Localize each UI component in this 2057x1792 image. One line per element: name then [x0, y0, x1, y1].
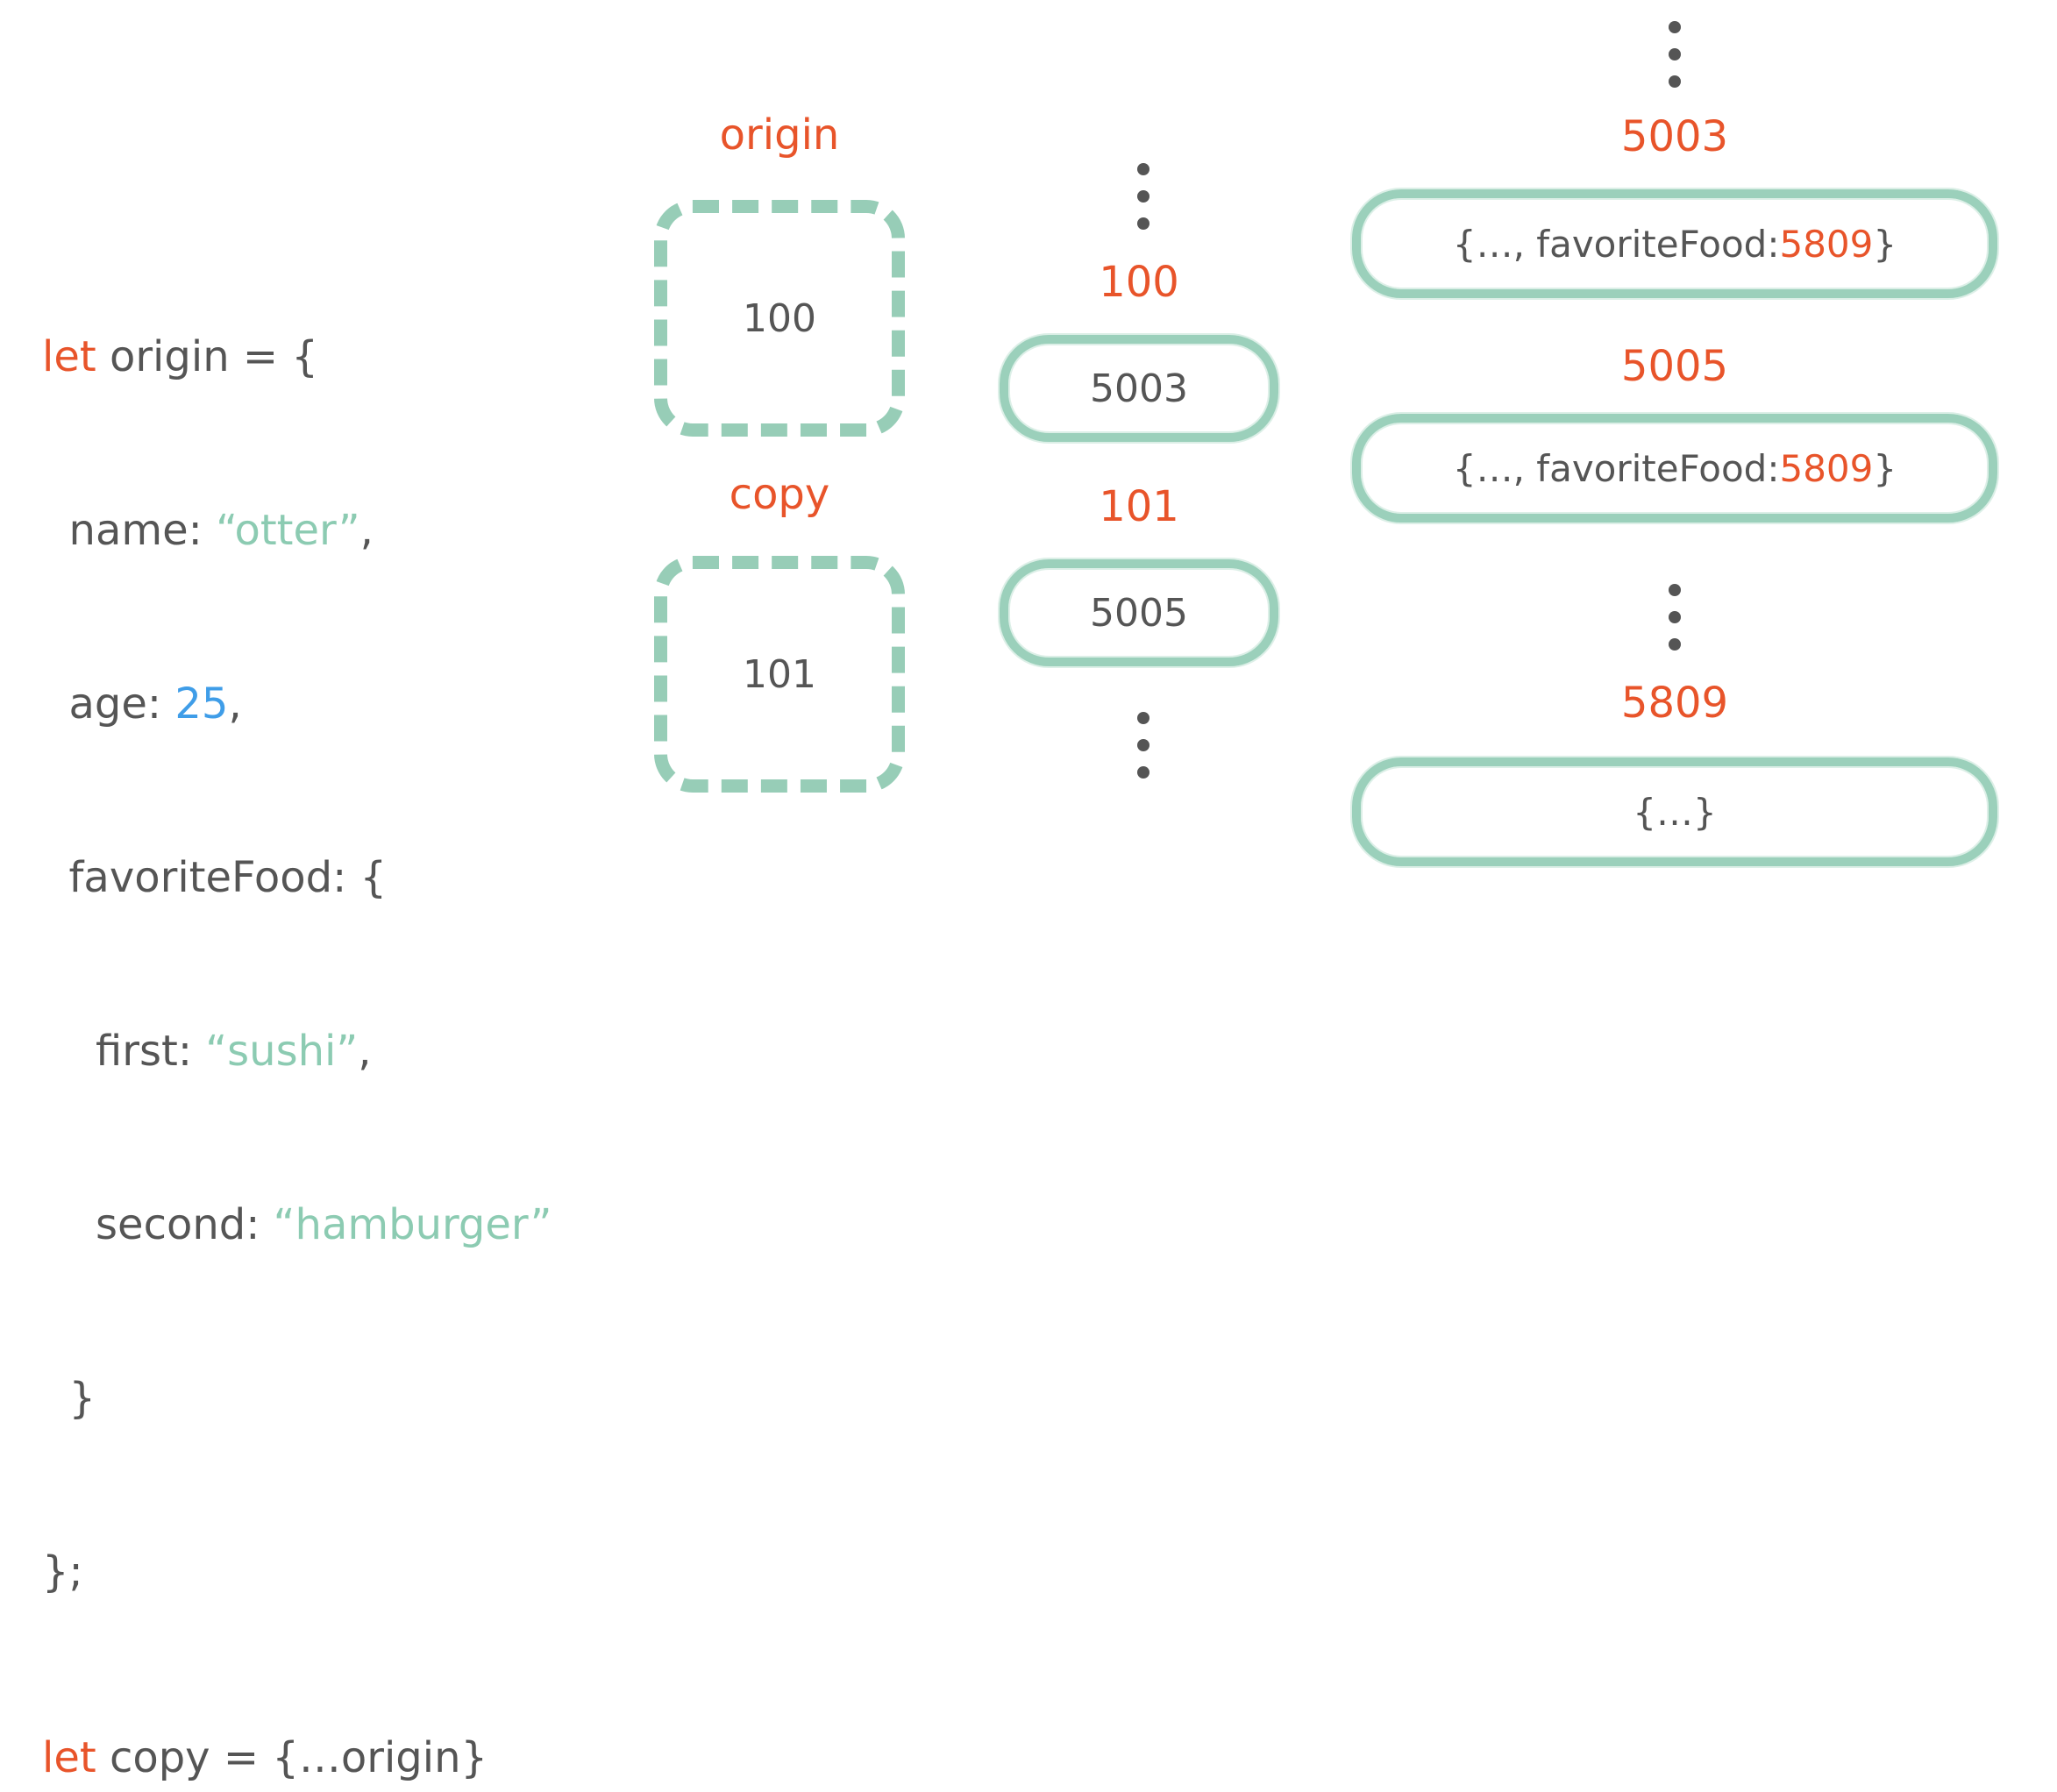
heap-ref: 5809	[1779, 446, 1874, 490]
code-line: }	[42, 1369, 552, 1427]
code-number: 25	[174, 679, 229, 729]
heap-cell-5809: {…}	[1352, 757, 1997, 866]
variable-value: 100	[743, 295, 816, 341]
stack-value: 5003	[1090, 366, 1188, 411]
heap-content: }	[1873, 222, 1897, 266]
ellipsis-icon	[1666, 584, 1683, 651]
ellipsis-icon	[1135, 712, 1152, 779]
code-text: favoriteFood: {	[42, 853, 388, 902]
code-line: age: 25,	[42, 675, 552, 733]
variable-label-copy: copy	[729, 470, 830, 519]
ellipsis-icon	[1135, 163, 1152, 230]
variable-box-copy: 101	[654, 556, 905, 793]
code-string: “otter”	[216, 506, 360, 555]
heap-cell-5003: {…, favoriteFood: 5809}	[1352, 189, 1997, 298]
code-line: };	[42, 1543, 552, 1601]
code-string: “hamburger”	[273, 1200, 552, 1249]
stack-value: 5005	[1090, 590, 1188, 636]
stack-cell-101: 5005	[1000, 559, 1278, 666]
variable-value: 101	[743, 651, 816, 697]
code-line: let copy = {…origin}	[42, 1729, 552, 1787]
code-text: origin = {	[96, 332, 318, 381]
stack-address-100: 100	[1099, 258, 1179, 307]
code-line: let origin = {	[42, 328, 552, 386]
code-punct: ,	[228, 679, 242, 729]
variable-label-origin: origin	[719, 110, 840, 160]
heap-cell-5005: {…, favoriteFood: 5809}	[1352, 414, 1997, 523]
code-punct: ,	[358, 1027, 372, 1076]
heap-ref: 5809	[1779, 222, 1874, 266]
keyword-let: let	[42, 1733, 96, 1782]
ellipsis-icon	[1666, 21, 1683, 88]
code-line: first: “sushi”,	[42, 1022, 552, 1080]
code-block: let origin = { name: “otter”, age: 25, f…	[42, 212, 552, 1792]
heap-address-5005: 5005	[1620, 342, 1729, 391]
code-line: favoriteFood: {	[42, 849, 552, 907]
code-line: name: “otter”,	[42, 501, 552, 559]
code-text: copy = {…origin}	[96, 1733, 488, 1782]
code-punct: ,	[359, 506, 374, 555]
stack-address-101: 101	[1099, 482, 1179, 531]
code-key: age:	[42, 679, 175, 729]
heap-content: {…, favoriteFood:	[1452, 222, 1780, 266]
variable-box-origin: 100	[654, 200, 905, 437]
code-key: name:	[42, 506, 217, 555]
heap-content: {…, favoriteFood:	[1452, 446, 1780, 490]
code-key: first:	[42, 1027, 206, 1076]
code-line: second: “hamburger”	[42, 1196, 552, 1254]
stack-cell-100: 5003	[1000, 335, 1278, 442]
code-key: second:	[42, 1200, 274, 1249]
keyword-let: let	[42, 332, 96, 381]
code-text: };	[42, 1547, 83, 1596]
code-string: “sushi”	[205, 1027, 359, 1076]
code-text: }	[42, 1374, 96, 1423]
heap-address-5809: 5809	[1620, 679, 1729, 728]
heap-content: }	[1873, 446, 1897, 490]
heap-address-5003: 5003	[1620, 112, 1729, 161]
heap-content: {…}	[1633, 790, 1717, 834]
